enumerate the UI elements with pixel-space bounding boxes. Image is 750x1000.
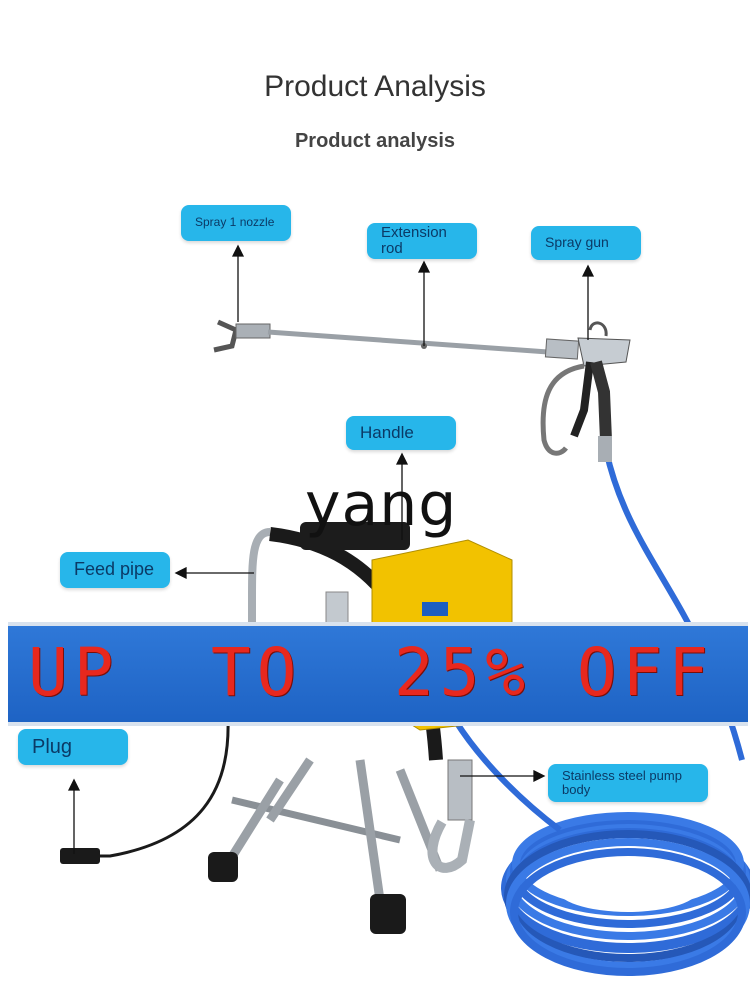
label-extension-rod: Extension rod xyxy=(367,223,477,259)
label-plug: Plug xyxy=(18,729,128,765)
promo-banner: UP TO 25% OFF xyxy=(8,622,748,726)
label-feed-pipe: Feed pipe xyxy=(60,552,170,588)
hose-coil xyxy=(501,812,750,976)
label-spray-nozzle: Spray 1 nozzle xyxy=(181,205,291,241)
label-spray-gun: Spray gun xyxy=(531,226,641,260)
page-subtitle: Product analysis xyxy=(294,130,456,152)
label-handle: Handle xyxy=(346,416,456,450)
pointer-arrows xyxy=(67,244,595,854)
promo-banner-text: UP TO 25% OFF xyxy=(28,634,715,711)
spray-gun-assembly xyxy=(213,319,631,462)
page-title: Product Analysis xyxy=(264,70,486,103)
label-stainless-steel-pump-body: Stainless steel pump body xyxy=(548,764,708,802)
watermark-text: yang xyxy=(305,470,458,540)
